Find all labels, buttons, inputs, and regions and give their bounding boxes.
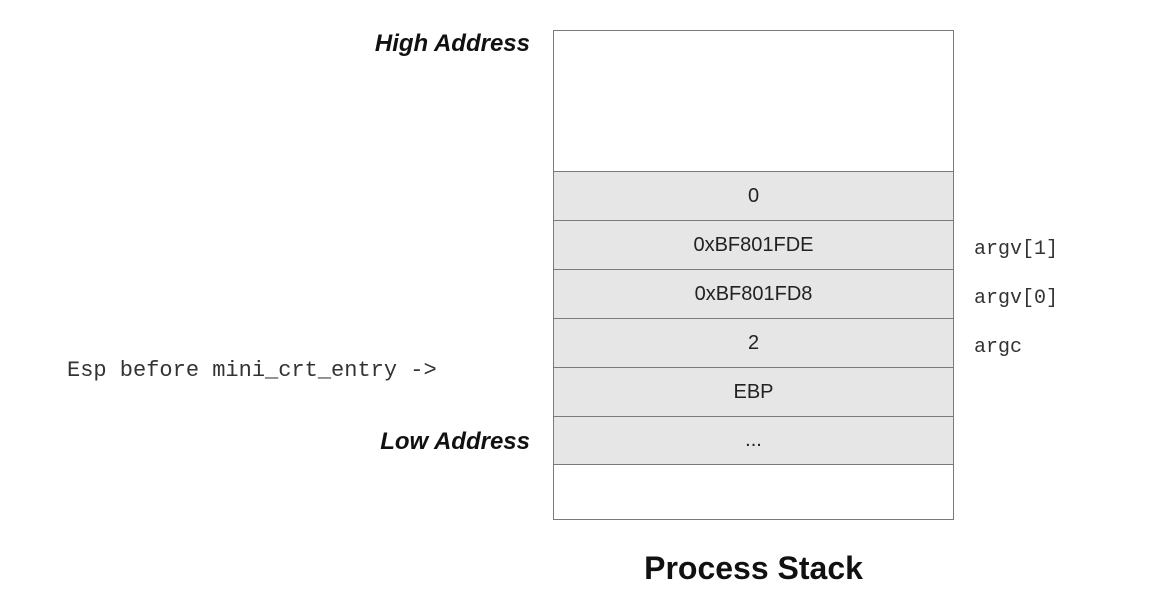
- side-label-argv1: argv[1]: [974, 238, 1059, 261]
- diagram-caption: Process Stack: [644, 550, 863, 586]
- esp-pointer-label: Esp before mini_crt_entry ->: [67, 358, 437, 383]
- stack-cell-5: ...: [554, 416, 953, 465]
- side-label-argc: argc: [974, 336, 1023, 359]
- high-address-label: High Address: [374, 30, 530, 57]
- side-label-argv0: argv[0]: [974, 287, 1059, 310]
- stack-cell-4: EBP: [554, 367, 953, 416]
- stack-empty-top: [554, 31, 953, 171]
- stack-cell-1: 0xBF801FDE: [554, 220, 953, 269]
- stack-cell-0: 0: [554, 171, 953, 220]
- stack-cell-2: 0xBF801FD8: [554, 269, 953, 318]
- low-address-label: Low Address: [380, 428, 530, 455]
- stack-box: 0 0xBF801FDE 0xBF801FD8 2 EBP ...: [553, 30, 954, 520]
- stack-cell-3: 2: [554, 318, 953, 367]
